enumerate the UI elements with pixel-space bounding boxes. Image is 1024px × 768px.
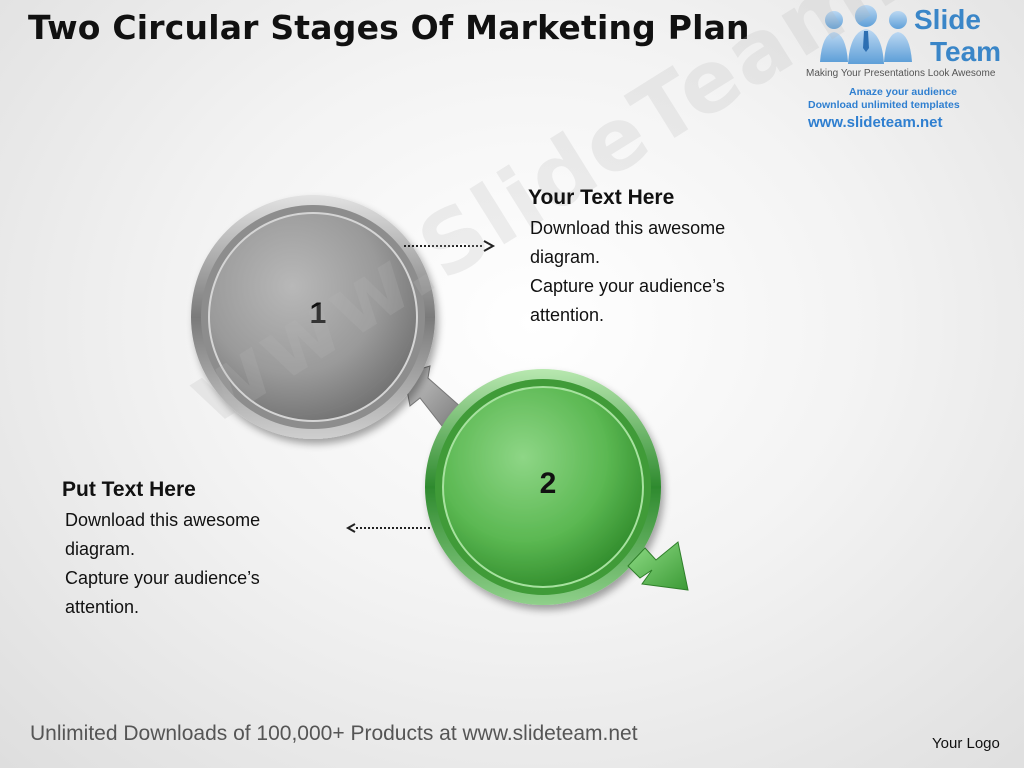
- logo-promo-2: Download unlimited templates: [808, 99, 960, 111]
- stage-1-number: 1: [310, 297, 327, 330]
- logo-promo-1: Amaze your audience: [849, 86, 957, 98]
- text-block-2-heading: Put Text Here: [62, 478, 196, 501]
- stage-1-circle: [191, 195, 435, 439]
- logo-url-link[interactable]: www.slideteam.net: [808, 114, 943, 131]
- stage-2-arrow: [627, 541, 689, 591]
- slideteam-logo[interactable]: Slide Team Making Your Presentations Loo…: [804, 0, 1014, 135]
- your-logo-placeholder: Your Logo: [932, 735, 1000, 752]
- text-block-1-line: attention.: [530, 305, 605, 325]
- slide-title: Two Circular Stages Of Marketing Plan: [28, 8, 750, 47]
- logo-tagline: Making Your Presentations Look Awesome: [806, 68, 996, 79]
- stage-2-number: 2: [540, 467, 557, 500]
- text-block-2-line: diagram.: [65, 539, 136, 559]
- stage-2-circle: [425, 369, 661, 605]
- text-block-1: Your Text Here Download this awesome dia…: [528, 186, 768, 330]
- logo-brand-slide: Slide: [914, 4, 981, 35]
- text-block-1-line: Capture your audience’s: [530, 276, 725, 296]
- text-block-1-line: diagram.: [530, 247, 601, 267]
- text-block-2-line: Download this awesome: [65, 510, 261, 530]
- people-icon: [820, 5, 912, 64]
- logo-brand-team: Team: [930, 36, 1002, 67]
- text-block-2: Put Text Here Download this awesome diag…: [62, 478, 302, 622]
- footer-promo[interactable]: Unlimited Downloads of 100,000+ Products…: [30, 722, 638, 745]
- stage-1-connector-arrowhead: [483, 240, 496, 252]
- text-block-2-line: attention.: [65, 597, 140, 617]
- text-block-1-line: Download this awesome: [530, 218, 726, 238]
- text-block-2-line: Capture your audience’s: [65, 568, 260, 588]
- text-block-1-heading: Your Text Here: [528, 186, 675, 209]
- stage-2-connector-arrowhead: [345, 523, 356, 533]
